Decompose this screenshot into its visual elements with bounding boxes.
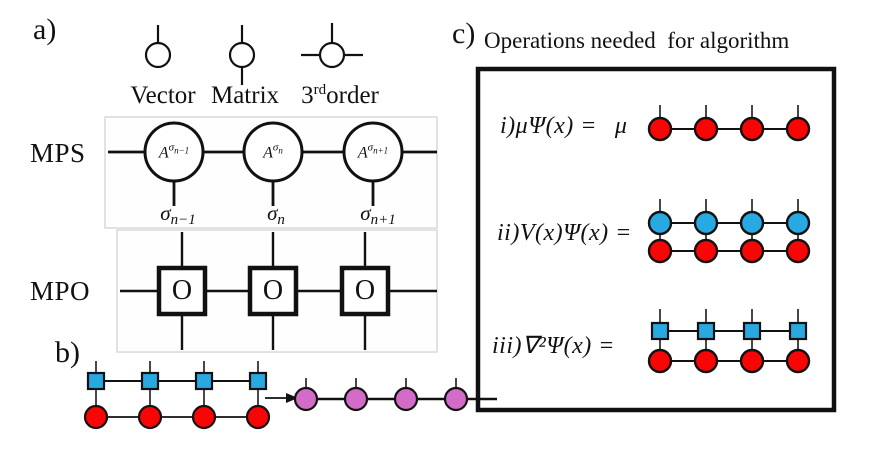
blue-operator-circle bbox=[647, 210, 811, 236]
operation-iii-formula: iii)∇²Ψ(x) = bbox=[492, 333, 615, 359]
mpo-operator-label: O bbox=[354, 275, 376, 306]
operations-title: Operations needed for algorithm bbox=[484, 28, 790, 53]
mps-tensor-node bbox=[143, 121, 205, 183]
legend-third-order-label: 3rdorder bbox=[301, 82, 379, 109]
mpo-operator-node bbox=[247, 265, 299, 317]
mpo-operator-node bbox=[156, 265, 208, 317]
mps-tensor-label: Aσn+1 bbox=[357, 141, 389, 162]
panel-b-label: b) bbox=[55, 336, 80, 369]
mps-row-label: MPS bbox=[30, 138, 86, 168]
red-state-circle bbox=[83, 404, 271, 430]
red-state-circle bbox=[647, 348, 811, 374]
blue-operator-square bbox=[86, 371, 268, 391]
mu-scalar: μ bbox=[614, 113, 628, 139]
panel-a-label: a) bbox=[33, 13, 57, 46]
arrow-right-icon bbox=[265, 393, 298, 403]
third-order-node-icon bbox=[301, 23, 363, 69]
vector-node-icon bbox=[144, 25, 172, 69]
mps-tensor-node bbox=[342, 121, 404, 183]
operation-i-chain bbox=[647, 105, 811, 142]
mps-tensor-label: Aσn−1 bbox=[158, 141, 190, 162]
operations-box-frame bbox=[475, 66, 837, 413]
panel-c-label: c) bbox=[452, 17, 476, 50]
red-state-circle bbox=[647, 116, 811, 142]
mps-tensor-node bbox=[242, 121, 304, 183]
legend-matrix-label: Matrix bbox=[210, 82, 280, 109]
mpo-operator-node bbox=[339, 265, 391, 317]
operation-iii-chain bbox=[647, 309, 811, 374]
operation-i-formula: i)μΨ(x) =μ bbox=[500, 113, 628, 139]
mpo-operator-label: O bbox=[262, 275, 284, 306]
panel-b-contraction-diagram bbox=[83, 361, 497, 430]
operation-ii-formula: ii)V(x)Ψ(x) = bbox=[497, 220, 632, 246]
mps-leg-label: σn+1 bbox=[360, 201, 396, 228]
matrix-node-icon bbox=[228, 25, 256, 85]
mps-leg-label: σn bbox=[267, 201, 285, 228]
mps-leg-label: σn−1 bbox=[160, 201, 196, 228]
legend-vector-label: Vector bbox=[130, 82, 196, 109]
red-state-circle bbox=[647, 238, 811, 264]
result-mps-chain bbox=[293, 378, 497, 412]
mpo-operator-label: O bbox=[171, 275, 193, 306]
mpo-diagram bbox=[120, 232, 437, 350]
mps-tensor-label: Aσn bbox=[263, 141, 283, 162]
mps-diagram bbox=[108, 121, 437, 206]
operation-ii-chain bbox=[647, 199, 811, 264]
magenta-result-circle bbox=[293, 386, 469, 412]
blue-operator-square bbox=[650, 321, 808, 341]
mpo-row-label: MPO bbox=[30, 276, 91, 306]
